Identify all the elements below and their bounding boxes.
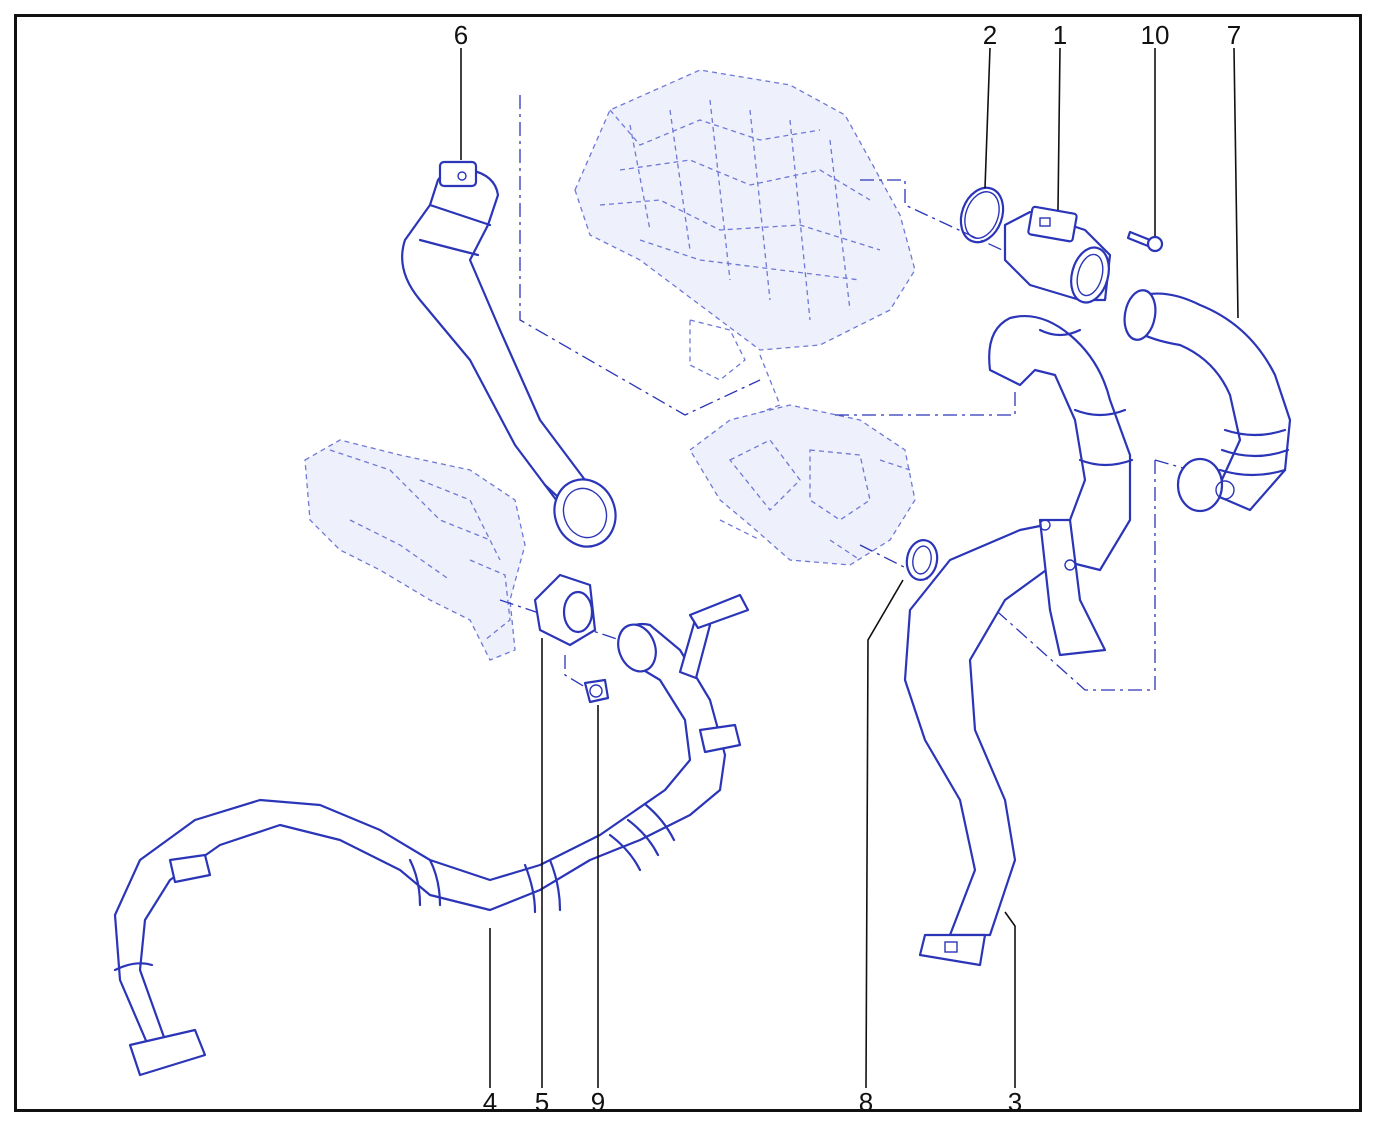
seal-ring-8	[905, 539, 939, 581]
screw-10	[1126, 230, 1164, 253]
callout-6: 6	[454, 20, 468, 50]
egr-pipe-4	[113, 593, 750, 1077]
leader-lines	[460, 47, 1239, 1089]
o-ring-2	[959, 186, 1005, 244]
callout-2: 2	[983, 20, 997, 50]
callout-labels: 6 2 1 10 7 4 5 9 8 3	[454, 20, 1241, 1117]
callout-1: 1	[1053, 20, 1067, 50]
callout-8: 8	[859, 1087, 873, 1117]
grommet-9	[583, 678, 610, 704]
outlet-hose-3	[903, 314, 1134, 967]
callout-5: 5	[535, 1087, 549, 1117]
intake-manifold-ghost	[574, 69, 916, 421]
turbocharger-ghost	[689, 404, 916, 566]
elbow-hose-7	[1123, 289, 1292, 513]
air-flow-meter-1	[1003, 205, 1112, 304]
callout-10: 10	[1141, 20, 1170, 50]
callout-9: 9	[591, 1087, 605, 1117]
hose-6	[401, 160, 617, 548]
callout-7: 7	[1227, 20, 1241, 50]
callout-4: 4	[483, 1087, 497, 1117]
flange-5	[533, 573, 597, 647]
egr-valve-ghost	[304, 439, 526, 661]
callout-3: 3	[1008, 1087, 1022, 1117]
